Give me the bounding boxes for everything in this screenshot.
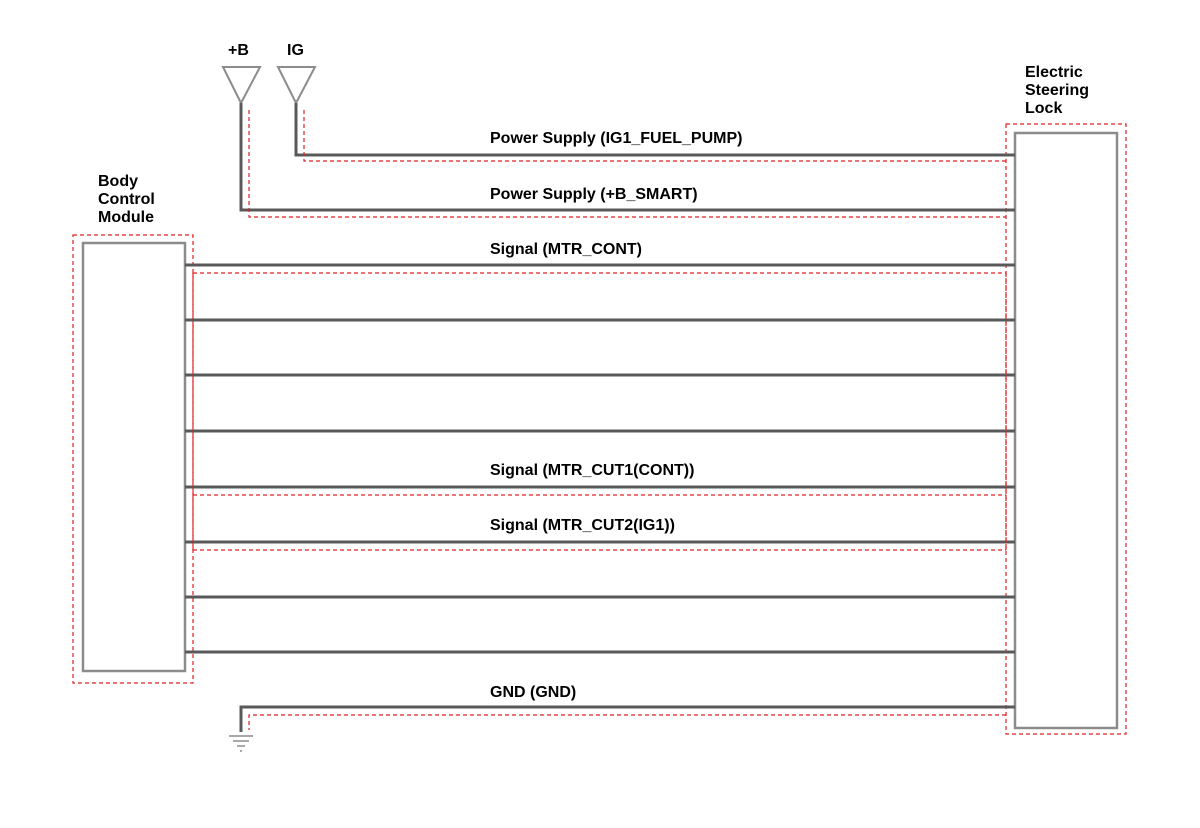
ig-label: IG [287,42,304,59]
electric-steering-lock [1013,131,1119,730]
esl-label-line2: Steering [1025,82,1089,99]
wire-power-b-smart-highlight [248,110,1006,218]
esl-label-line1: Electric [1025,64,1083,81]
body-control-module [81,241,187,673]
wire-gnd [239,705,1015,732]
b-plus-label: +B [228,42,249,59]
wire-gnd-highlight [248,714,1006,730]
wire-signal-mtr-cont-label: Signal (MTR_CONT) [490,241,642,258]
b-plus-source-icon [221,66,262,106]
wire-power-b-smart [239,103,1015,212]
ground-icon [229,735,253,752]
wire-signal-mtr-cut2-label: Signal (MTR_CUT2(IG1)) [490,517,675,534]
bcm-label-line2: Control [98,191,155,208]
wire-power-ig1 [294,103,1015,157]
wire-power-b-smart-label: Power Supply (+B_SMART) [490,186,698,203]
wire-power-ig1-label: Power Supply (IG1_FUEL_PUMP) [490,130,742,147]
wire-signal-mtr-cut1-label: Signal (MTR_CUT1(CONT)) [490,462,694,479]
esl-label: Electric Steering Lock [1025,64,1093,117]
bcm-label-line1: Body [98,173,138,190]
esl-label-line3: Lock [1025,100,1062,117]
bcm-label-line3: Module [98,209,154,226]
ig-source-icon [276,66,317,106]
wire-gnd-label: GND (GND) [490,684,576,701]
bcm-label: Body Control Module [98,173,159,226]
wire-power-ig1-highlight [303,110,1006,162]
